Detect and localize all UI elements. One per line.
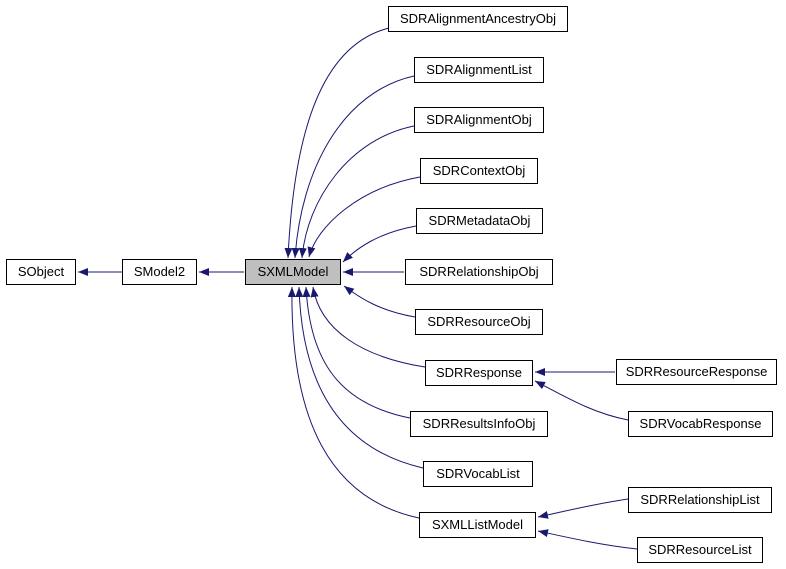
class-node-sdrvocablist[interactable]: SDRVocabList — [423, 461, 533, 487]
edge-resource-obj-sxmlmodel — [343, 285, 416, 318]
class-node-sdrresponse[interactable]: SDRResponse — [425, 360, 533, 386]
edge-vocab-response-response — [534, 380, 629, 421]
class-node-sdrcontextobj[interactable]: SDRContextObj — [420, 158, 538, 184]
class-node-sdrrelationshipobj[interactable]: SDRRelationshipObj — [405, 259, 553, 285]
edge-alignment-ancestry-obj-sxmlmodel — [284, 27, 390, 259]
edge-alignment-obj-sxmlmodel — [298, 125, 415, 259]
edge-xml-list-model-sxmlmodel — [287, 286, 420, 519]
edge-metadata-obj-sxmlmodel — [342, 225, 417, 263]
edge-response-sxmlmodel — [310, 286, 426, 368]
class-node-sdrrelationshiplist[interactable]: SDRRelationshipList — [628, 487, 772, 513]
class-node-sdrvocabresponse[interactable]: SDRVocabResponse — [628, 411, 773, 437]
class-node-sdralignmentancestryobj[interactable]: SDRAlignmentAncestryObj — [388, 6, 568, 32]
edge-resource-list-xml-list-model — [537, 529, 638, 550]
edge-alignment-list-sxmlmodel — [291, 75, 415, 259]
class-node-sdrresourcelist[interactable]: SDRResourceList — [637, 537, 763, 563]
class-node-sdrmetadataobj[interactable]: SDRMetadataObj — [416, 208, 543, 234]
class-node-sdrresourceresponse[interactable]: SDRResourceResponse — [616, 359, 777, 385]
class-node-sobject[interactable]: SObject — [6, 259, 76, 285]
class-node-sdrresultsinfoobj[interactable]: SDRResultsInfoObj — [410, 411, 548, 437]
edge-results-info-obj-sxmlmodel — [302, 286, 411, 419]
edge-context-obj-sxmlmodel — [307, 176, 421, 258]
class-node-sxmlmodel: SXMLModel — [245, 259, 341, 285]
class-node-sxmllistmodel[interactable]: SXMLListModel — [419, 512, 536, 538]
edge-relationship-list-xml-list-model — [537, 498, 629, 519]
class-node-sdralignmentlist[interactable]: SDRAlignmentList — [414, 57, 544, 83]
class-node-sdralignmentobj[interactable]: SDRAlignmentObj — [414, 107, 544, 133]
edge-vocab-list-sxmlmodel — [295, 286, 424, 469]
class-node-sdrresourceobj[interactable]: SDRResourceObj — [415, 309, 543, 335]
class-node-smodel2[interactable]: SModel2 — [122, 259, 197, 285]
